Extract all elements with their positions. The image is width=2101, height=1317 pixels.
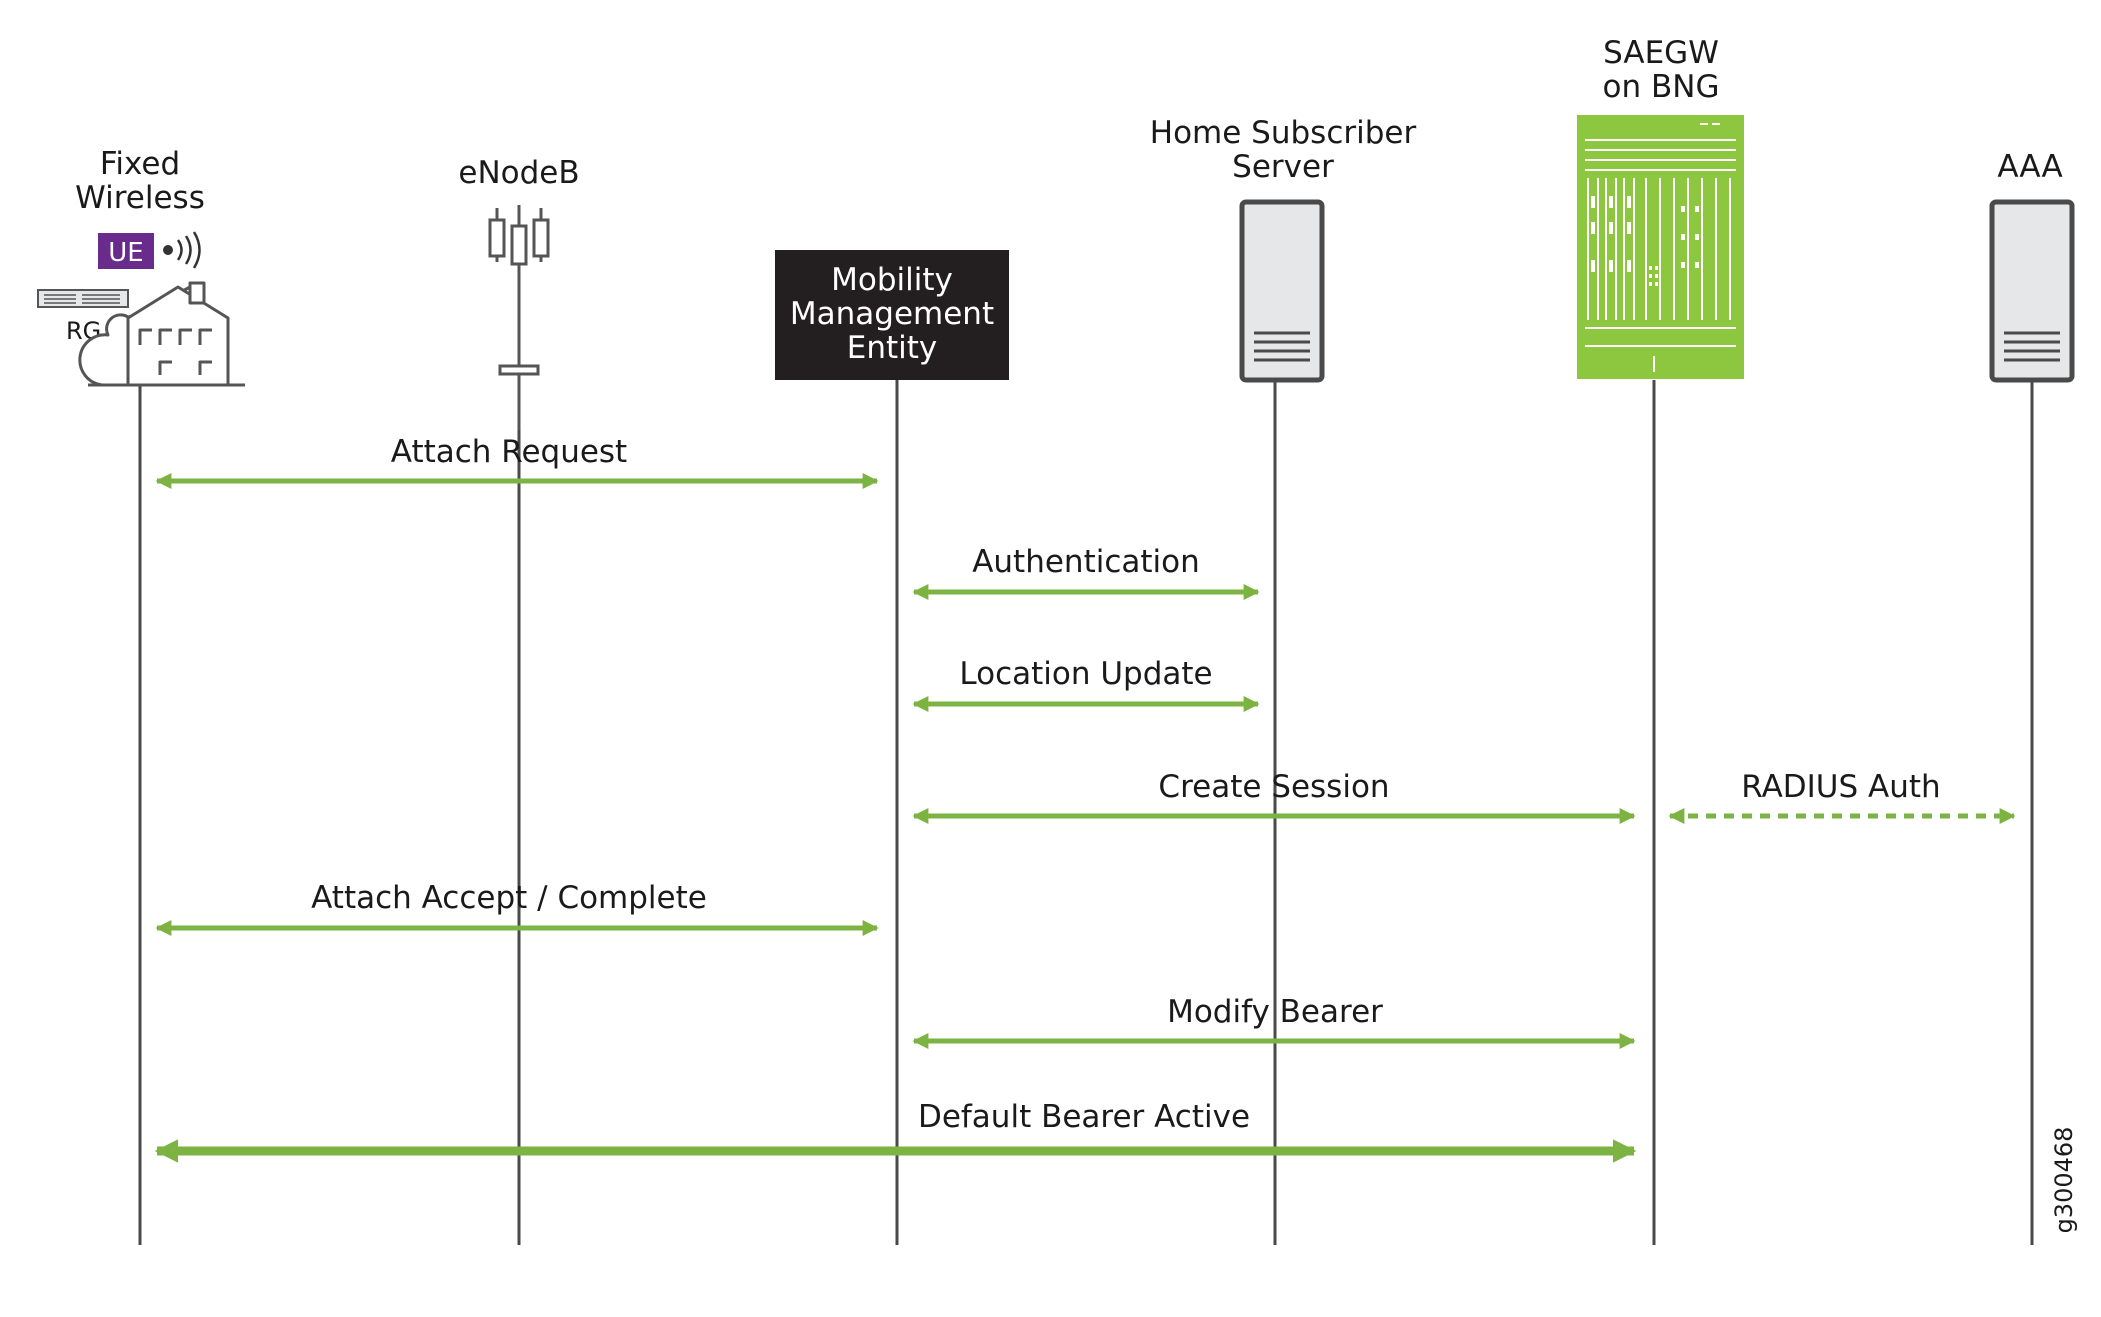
ue-label-line1: Fixed: [100, 146, 180, 182]
ue-badge: UE: [98, 233, 154, 269]
actor-hss: Home Subscriber Server: [1150, 115, 1417, 383]
enodeb-label: eNodeB: [458, 155, 579, 191]
actor-mme: Mobility Management Entity: [775, 250, 1009, 380]
messages: Attach Request Authentication Location U…: [154, 434, 2016, 1163]
message-label-create-session: Create Session: [1158, 769, 1389, 805]
server-icon: [1239, 199, 1325, 383]
actor-enodeb: eNodeB: [458, 155, 580, 430]
saegw-label-line1: SAEGW: [1603, 35, 1719, 71]
actor-aaa: AAA: [1989, 149, 2075, 383]
wireless-signal-icon: [163, 231, 201, 269]
figure-id: g300468: [2050, 1127, 2078, 1234]
message-label-radius-auth: RADIUS Auth: [1741, 769, 1940, 805]
hss-label-line1: Home Subscriber: [1150, 115, 1417, 151]
aaa-label: AAA: [1997, 149, 2062, 185]
saegw-label-line2: on BNG: [1603, 69, 1720, 105]
actor-saegw: SAEGW on BNG: [1577, 35, 1744, 379]
message-label-default-bearer: Default Bearer Active: [918, 1099, 1250, 1135]
actor-ue: Fixed Wireless UE RG: [37, 146, 245, 387]
mme-label-line2: Management: [790, 296, 994, 332]
message-label-modify-bearer: Modify Bearer: [1167, 994, 1383, 1030]
ue-label-line2: Wireless: [75, 180, 205, 216]
router-chassis-icon: [1577, 115, 1744, 379]
message-label-authentication: Authentication: [972, 544, 1200, 580]
lifelines: [138, 375, 2034, 1245]
ue-badge-label: UE: [108, 238, 143, 268]
house-icon: [78, 281, 245, 387]
mme-label-line1: Mobility: [831, 262, 953, 298]
server-icon: [1989, 199, 2075, 383]
hss-label-line2: Server: [1232, 149, 1334, 185]
mme-box: [775, 250, 1009, 380]
message-label-location-update: Location Update: [959, 656, 1212, 692]
mme-label-line3: Entity: [847, 330, 938, 366]
router-icon: [37, 289, 129, 308]
message-label-attach-accept: Attach Accept / Complete: [311, 880, 707, 916]
message-label-attach-request: Attach Request: [391, 434, 627, 470]
cell-tower-icon: [488, 205, 550, 430]
